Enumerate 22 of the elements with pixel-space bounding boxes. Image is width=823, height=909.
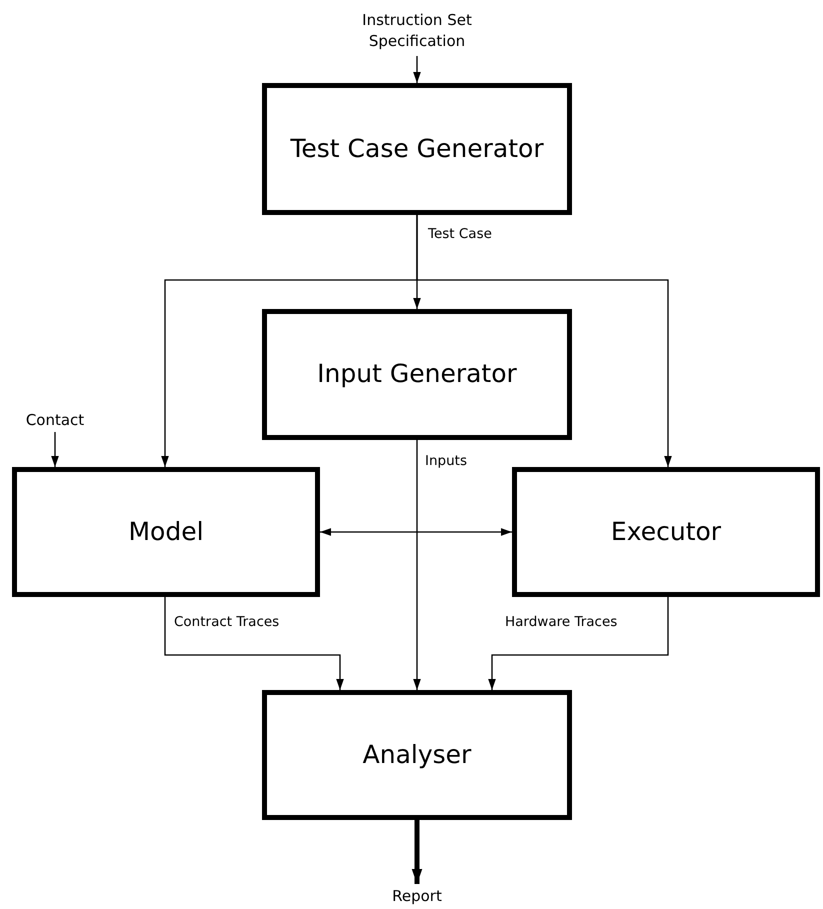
arrow	[413, 440, 421, 690]
arrow	[416, 215, 672, 467]
edge-label: Inputs	[423, 453, 469, 470]
box-title: Test Case Generator	[289, 132, 545, 165]
process-box	[262, 690, 572, 820]
arrow	[164, 597, 344, 690]
box-title: Model	[127, 516, 205, 548]
process-box	[12, 467, 320, 597]
input-output-label: Report	[392, 886, 442, 906]
box-title: Analyser	[362, 738, 472, 771]
process-box	[512, 467, 820, 597]
box-title: Input Generator	[316, 358, 518, 390]
double-arrow	[320, 528, 512, 536]
process-box	[262, 83, 572, 215]
process-box	[262, 309, 572, 440]
input-output-label: Instruction Set Specification	[361, 10, 473, 52]
box-title: Executor	[610, 516, 722, 548]
input-output-label: Contact	[26, 410, 84, 430]
arrow	[51, 432, 59, 467]
arrow	[413, 56, 421, 83]
thick-arrow	[412, 820, 422, 884]
arrow	[488, 597, 669, 690]
